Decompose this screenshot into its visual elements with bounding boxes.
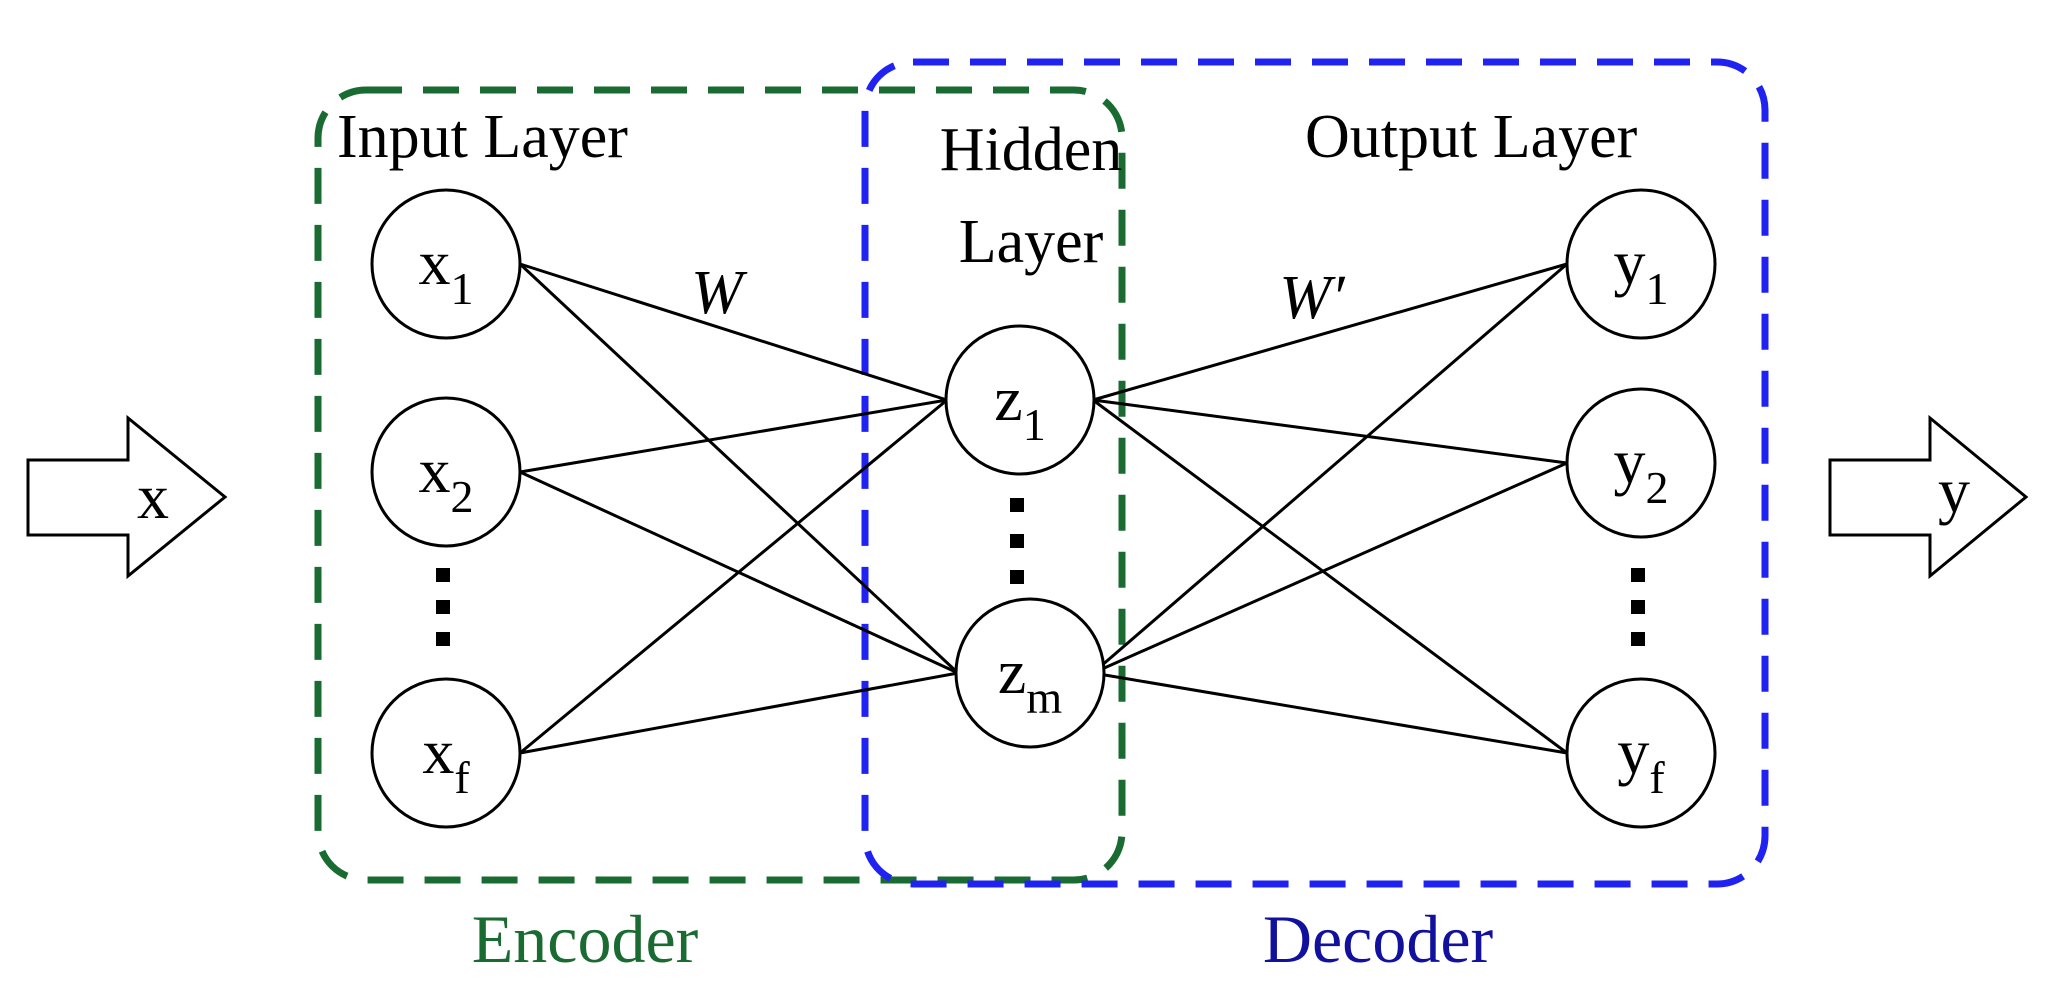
hidden-layer-title-line2: Layer xyxy=(959,208,1104,276)
edge-xf-zm xyxy=(519,671,959,755)
svg-text:yf: yf xyxy=(1617,716,1665,803)
input-node-2: x2 xyxy=(370,396,522,548)
svg-text:y1: y1 xyxy=(1614,227,1669,314)
edge-x1-z1 xyxy=(519,262,948,402)
decoder-weight-label: W′ xyxy=(1279,264,1346,332)
svg-text:x2: x2 xyxy=(419,435,474,522)
svg-text:x1: x1 xyxy=(419,227,474,314)
edge-zm-y1 xyxy=(1092,262,1568,675)
input-arrow xyxy=(26,414,228,580)
svg-text:zm: zm xyxy=(998,636,1062,723)
hidden-node-m: zm xyxy=(954,597,1106,749)
input-label: x xyxy=(137,461,169,532)
edge-z1-yf xyxy=(1092,398,1568,755)
output-ellipsis xyxy=(1631,568,1645,646)
hidden-node-1: z1 xyxy=(944,324,1096,476)
hidden-ellipsis xyxy=(1010,498,1024,584)
edge-x2-z1 xyxy=(519,398,948,474)
output-node-1: y1 xyxy=(1565,188,1717,340)
input-ellipsis xyxy=(436,568,450,646)
decoder-connections xyxy=(1092,262,1568,755)
svg-text:xf: xf xyxy=(422,716,470,803)
encoder-caption: Encoder xyxy=(472,901,699,977)
output-arrow xyxy=(1828,414,2029,580)
encoder-weight-label: W xyxy=(691,259,748,327)
hidden-layer-title-line1: Hidden xyxy=(940,116,1123,184)
edge-zm-yf xyxy=(1092,671,1568,755)
output-label: y xyxy=(1938,455,1970,526)
decoder-caption: Decoder xyxy=(1263,901,1494,977)
edge-x1-zm xyxy=(518,262,960,675)
output-layer-title: Output Layer xyxy=(1305,103,1638,171)
encoder-connections xyxy=(518,262,960,755)
decoder-box xyxy=(861,58,1769,888)
edge-zm-y2 xyxy=(1092,461,1568,675)
encoder-box xyxy=(314,86,1126,884)
output-node-f: yf xyxy=(1565,677,1717,829)
svg-text:z1: z1 xyxy=(994,363,1045,450)
output-node-2: y2 xyxy=(1565,387,1717,539)
input-layer-title: Input Layer xyxy=(337,103,628,171)
edge-z1-y2 xyxy=(1092,398,1568,465)
edge-xf-z1 xyxy=(519,398,948,755)
input-node-f: xf xyxy=(370,677,522,829)
svg-text:y2: y2 xyxy=(1614,426,1669,513)
edge-z1-y1 xyxy=(1092,262,1568,402)
input-node-1: x1 xyxy=(370,188,522,340)
